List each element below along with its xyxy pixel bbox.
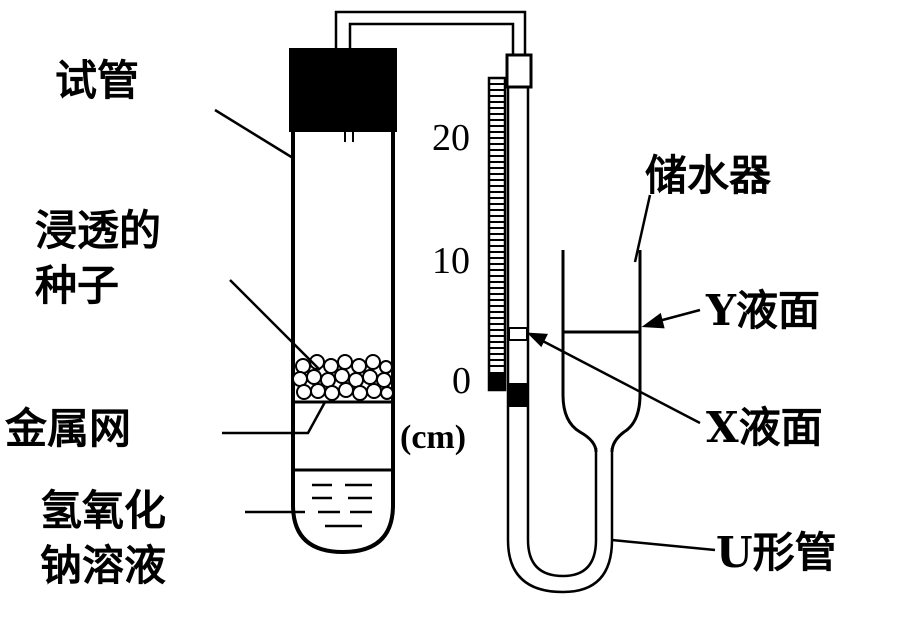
label-metal-mesh: 金属网 bbox=[4, 404, 131, 453]
label-x-level: X液面 bbox=[706, 403, 823, 452]
tube-bottom-black bbox=[509, 383, 527, 407]
test-tube bbox=[291, 130, 395, 555]
ruler bbox=[487, 76, 507, 392]
label-y-level: Y液面 bbox=[705, 286, 820, 335]
tube-connector bbox=[505, 53, 533, 89]
leader-lines bbox=[214, 108, 716, 552]
u-tube bbox=[506, 87, 614, 594]
tick-10: 10 bbox=[432, 240, 470, 282]
label-reservoir: 储水器 bbox=[645, 151, 772, 200]
connecting-tube bbox=[334, 10, 527, 55]
tick-20: 20 bbox=[432, 117, 470, 159]
water-reservoir bbox=[561, 250, 642, 453]
label-test-tube: 试管 bbox=[55, 56, 139, 105]
stopper-tube-ends bbox=[344, 130, 354, 142]
rubber-stopper bbox=[289, 48, 397, 132]
x-level-marker bbox=[508, 327, 528, 341]
label-soaked-seeds-2: 种子 bbox=[35, 261, 119, 310]
unit-label: (cm) bbox=[400, 419, 466, 456]
seeds bbox=[292, 354, 394, 401]
label-naoh-1: 氢氧化 bbox=[40, 486, 166, 535]
tick-0: 0 bbox=[452, 360, 471, 402]
naoh-solution bbox=[295, 468, 391, 528]
label-soaked-seeds-1: 浸透的 bbox=[35, 206, 161, 255]
label-u-tube: U形管 bbox=[716, 528, 837, 577]
label-naoh-2: 钠溶液 bbox=[40, 541, 166, 590]
